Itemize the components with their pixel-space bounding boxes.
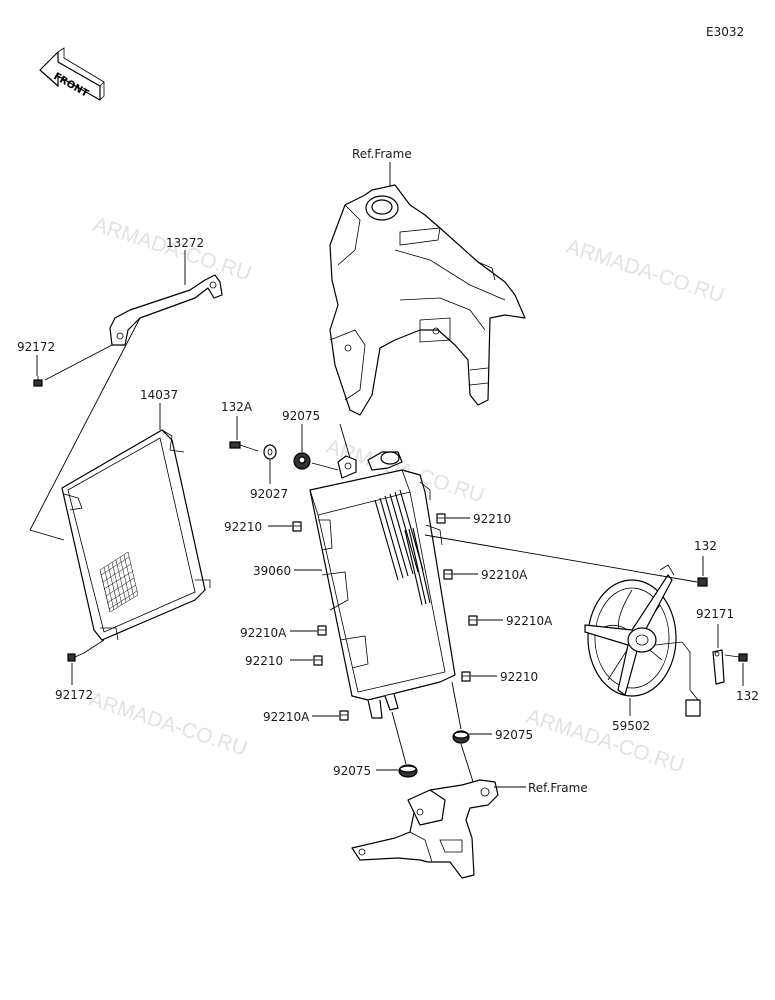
clip-92210-right-low-icon — [461, 671, 471, 682]
label-92210A-left-bottom: 92210A — [263, 710, 310, 724]
watermark: ARMADA-CO.RU — [523, 705, 687, 778]
screw-132-bottom-icon — [724, 653, 748, 662]
label-92027: 92027 — [250, 487, 288, 501]
label-92075-bottom: 92075 — [333, 764, 371, 778]
screw-132-top-icon — [697, 577, 708, 587]
watermark: ARMADA-CO.RU — [563, 235, 727, 308]
label-92075-top: 92075 — [282, 409, 320, 423]
label-92210-left-top: 92210 — [224, 520, 262, 534]
clip-92210A-left-bottom-icon — [339, 710, 349, 721]
label-92172-bottom: 92172 — [55, 688, 93, 702]
radiator-screen-14037 — [61, 429, 211, 641]
bolt-132A-icon — [229, 441, 259, 452]
label-92210-right-low: 92210 — [500, 670, 538, 684]
lower-bracket — [351, 779, 499, 879]
clip-92210-right-top-icon — [436, 513, 446, 524]
clip-92210-left-low-icon — [313, 655, 323, 666]
ref-frame-label-top: Ref.Frame — [352, 147, 412, 161]
clip-92210-left-top-icon — [292, 521, 302, 532]
radiator-fins — [374, 489, 431, 606]
bracket-13272 — [109, 274, 223, 346]
screw-92172-icon — [33, 376, 43, 387]
front-arrow-icon: FRONT — [39, 47, 105, 101]
grommet-92075-right-icon — [452, 730, 470, 744]
grommet-92075-top-icon — [293, 452, 311, 470]
label-92210-left-low: 92210 — [245, 654, 283, 668]
label-132-bottom: 132 — [736, 689, 759, 703]
clip-92210A-right-1-icon — [443, 569, 453, 580]
screw-92172-bottom-icon — [67, 652, 85, 662]
radiator-39060 — [309, 451, 456, 719]
label-39060: 39060 — [253, 564, 291, 578]
ref-frame-label-bottom: Ref.Frame — [528, 781, 588, 795]
label-92210A-right-2: 92210A — [506, 614, 553, 628]
label-92210A-left-mid: 92210A — [240, 626, 287, 640]
label-92210-right-top: 92210 — [473, 512, 511, 526]
washer-92027-icon — [263, 444, 277, 460]
clip-92210A-right-2-icon — [468, 615, 478, 626]
clamp-92171-icon — [712, 649, 725, 685]
label-59502: 59502 — [612, 719, 650, 733]
label-14037: 14037 — [140, 388, 178, 402]
label-92075-right: 92075 — [495, 728, 533, 742]
fan-59502 — [584, 564, 701, 717]
watermark: ARMADA-CO.RU — [86, 688, 250, 761]
mesh-grille — [99, 551, 139, 613]
grommet-92075-bottom-icon — [398, 764, 418, 778]
upper-frame — [329, 184, 526, 416]
label-92172-top: 92172 — [17, 340, 55, 354]
label-132A: 132A — [221, 400, 253, 414]
diagram-code: E3032 — [706, 25, 744, 39]
clip-92210A-left-mid-icon — [317, 625, 327, 636]
label-92210A-right-1: 92210A — [481, 568, 528, 582]
label-13272: 13272 — [166, 236, 204, 250]
label-132-top: 132 — [694, 539, 717, 553]
label-92171: 92171 — [696, 607, 734, 621]
